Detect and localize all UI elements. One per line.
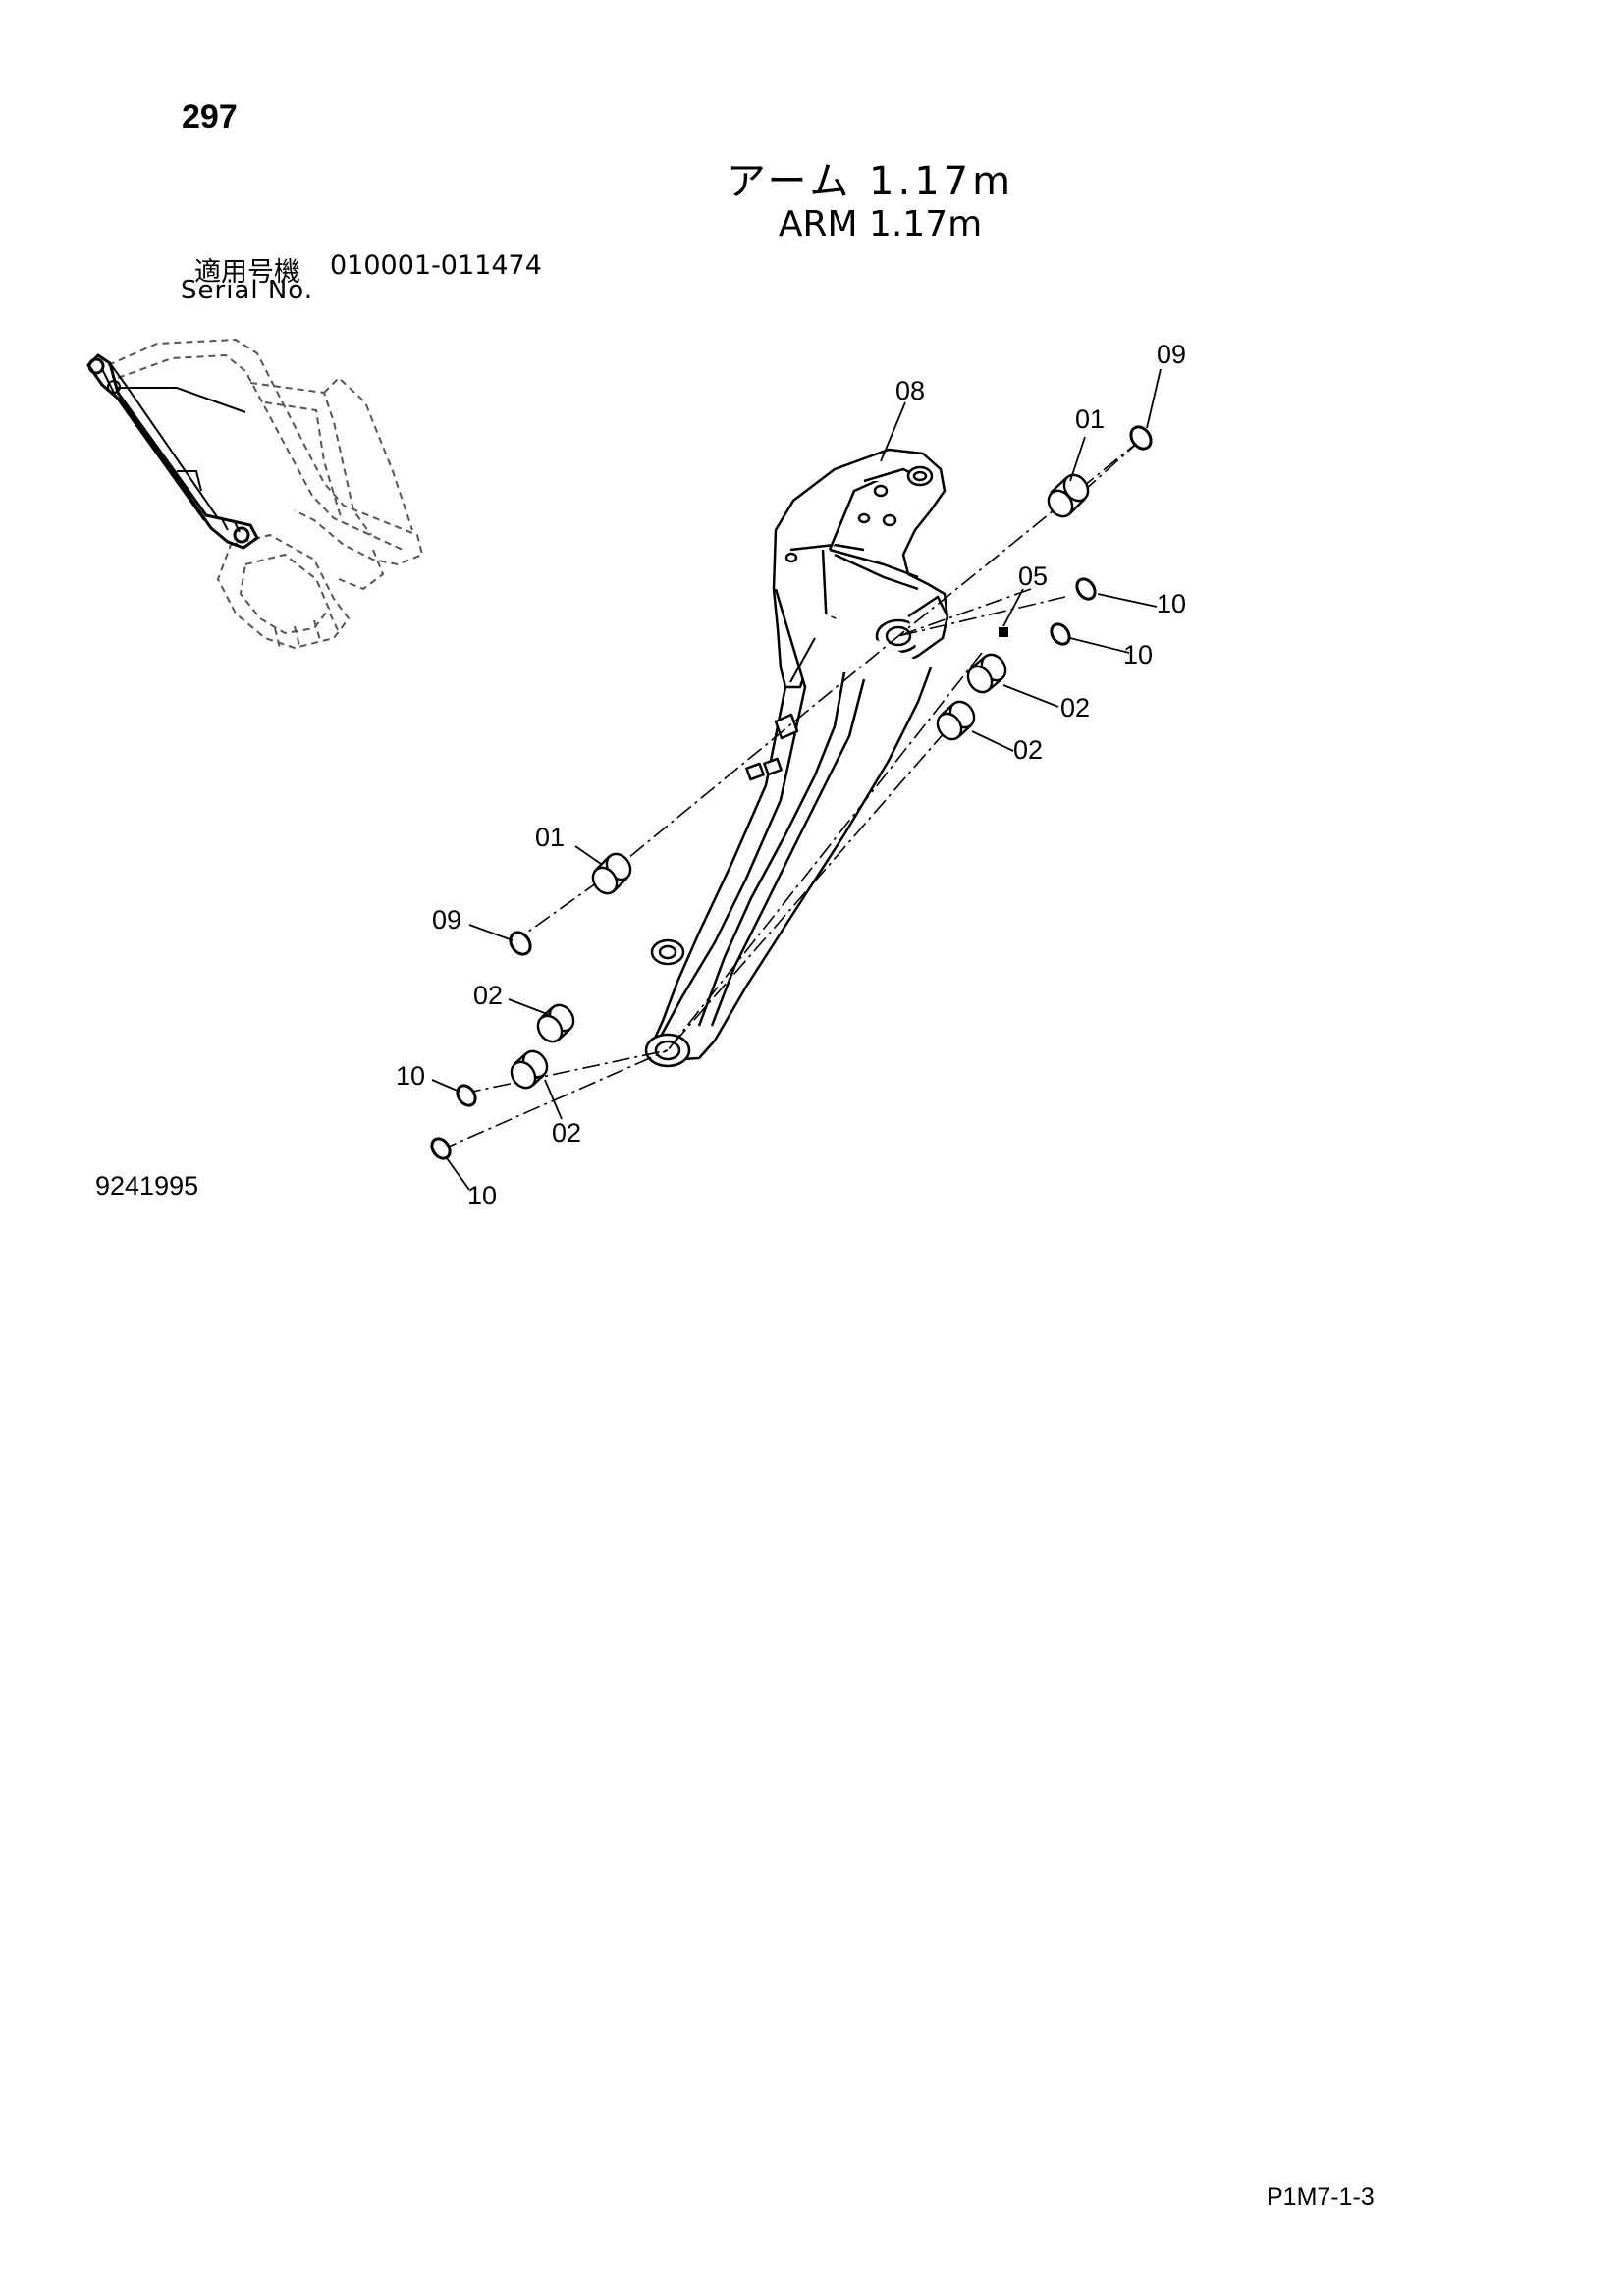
bushing-parts xyxy=(510,473,1090,1090)
arm-body xyxy=(644,448,949,1068)
callout-01-left: 01 xyxy=(535,823,565,852)
ring-10-right-b xyxy=(1050,622,1071,646)
ring-10-left-a xyxy=(456,1084,477,1107)
ring-09-left xyxy=(509,931,532,956)
callout-02-right-b: 02 xyxy=(1013,735,1043,765)
callout-09-left: 09 xyxy=(432,905,461,934)
grease-fitting-05 xyxy=(999,627,1008,637)
bushing-01-top xyxy=(1047,473,1090,518)
serial-label-japanese: 適用号機 xyxy=(194,257,300,288)
page-code: P1M7-1-3 xyxy=(1267,2183,1375,2211)
ring-10-left-b xyxy=(430,1137,452,1160)
callout-10-right-a: 10 xyxy=(1157,589,1186,618)
callout-02-left-a: 02 xyxy=(473,981,503,1010)
callout-09-top: 09 xyxy=(1157,340,1186,369)
callout-10-right-b: 10 xyxy=(1123,640,1153,669)
callout-05: 05 xyxy=(1018,561,1048,591)
ring-09-top xyxy=(1129,425,1153,451)
page-title-english: ARM 1.17m xyxy=(778,204,983,244)
bushing-02-left-a xyxy=(536,1003,575,1043)
bushing-02-left-b xyxy=(510,1049,549,1090)
drawing-number: 9241995 xyxy=(95,1171,199,1201)
machine-overview-thumbnail xyxy=(86,338,424,650)
bushing-01-left xyxy=(591,852,632,895)
callout-labels: 09 08 01 05 10 10 02 02 01 09 02 10 02 1… xyxy=(396,340,1186,1210)
callout-02-left-b: 02 xyxy=(552,1118,581,1148)
bushing-02-right-a xyxy=(966,653,1007,694)
serial-range: 010001-011474 xyxy=(330,250,542,281)
serial-label-english: Serial No. xyxy=(181,276,313,305)
callout-08: 08 xyxy=(895,376,925,405)
page-number: 297 xyxy=(182,98,238,135)
callout-10-left-b: 10 xyxy=(467,1181,497,1210)
center-lines xyxy=(439,439,1142,1151)
ring-parts xyxy=(430,425,1153,1160)
callout-01-top: 01 xyxy=(1075,404,1105,434)
leader-lines xyxy=(431,368,1162,1191)
ring-10-right-a xyxy=(1075,577,1097,601)
callout-10-left-a: 10 xyxy=(396,1061,425,1091)
callout-02-right-a: 02 xyxy=(1060,693,1090,722)
page-title-japanese: アーム 1.17m xyxy=(726,159,1015,204)
bushing-02-right-b xyxy=(936,700,976,741)
